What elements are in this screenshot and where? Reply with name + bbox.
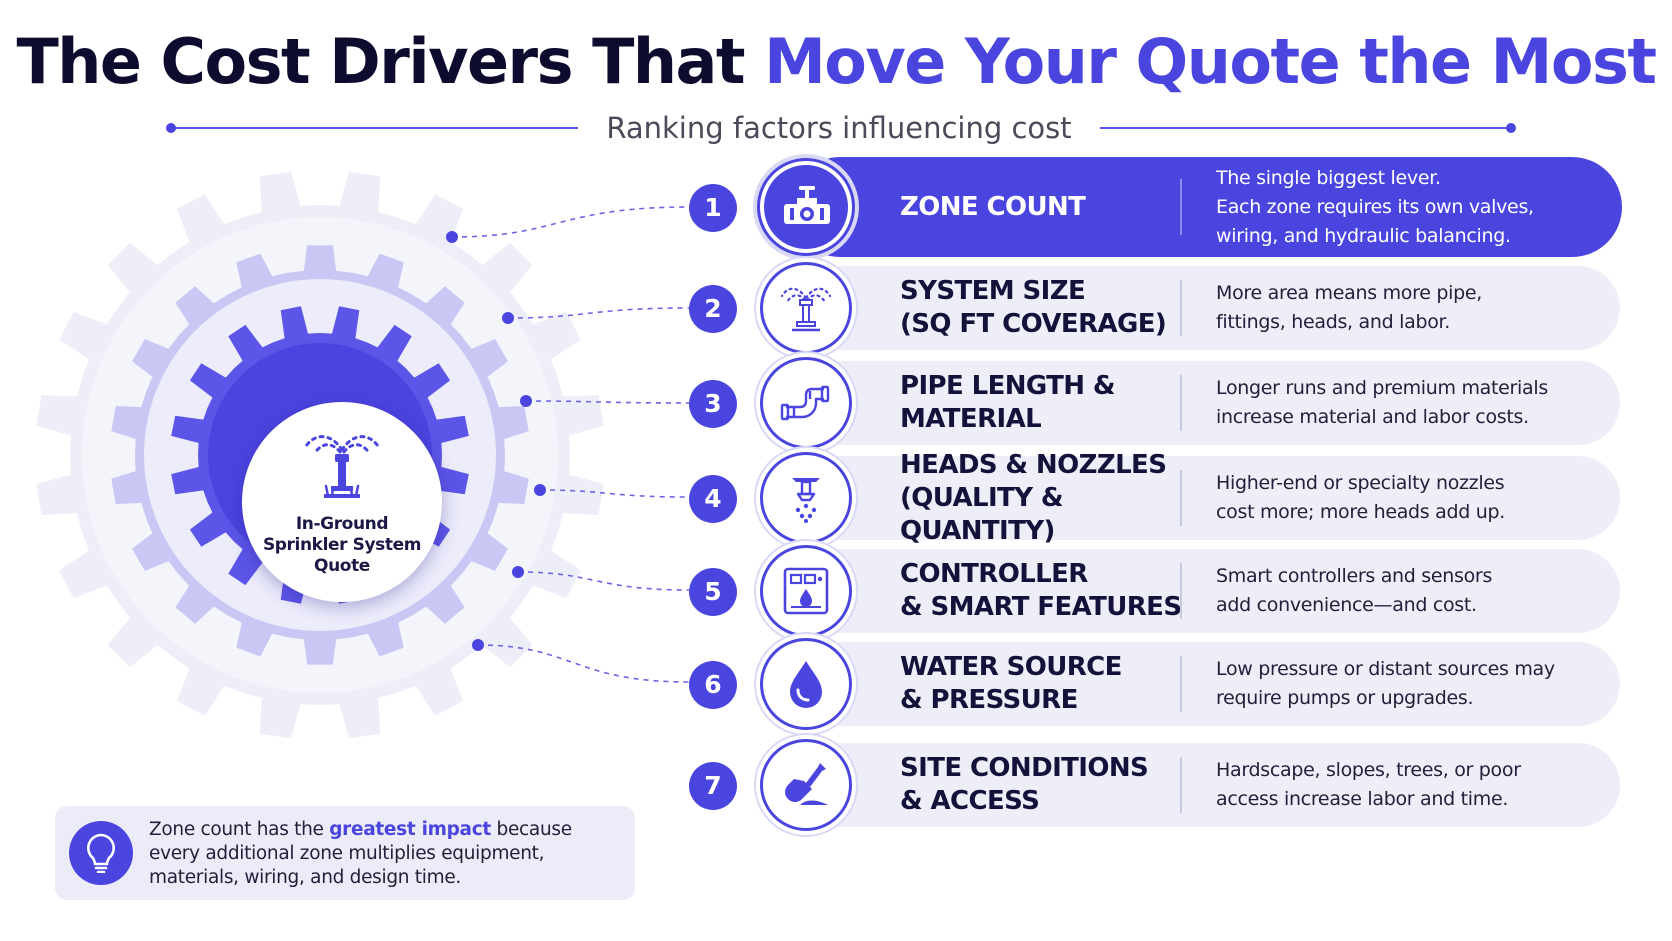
subtitle-rule-right [1100,127,1510,129]
key-insight-note: Zone count has the greatest impact becau… [55,806,635,900]
subtitle-rule-left [170,127,578,129]
row-bar [780,266,1620,350]
row-icon-frame [760,357,852,449]
factor-title: ZONE COUNT [900,191,1086,222]
subtitle-dot-left [166,123,176,133]
row-bar [780,743,1620,827]
factor-title: CONTROLLER & SMART FEATURES [900,559,1182,622]
row-icon-frame [760,262,852,354]
row-icon-frame [760,739,852,831]
rank-badge: 2 [689,285,737,333]
row-bar [790,157,1622,257]
page-subtitle: Ranking factors influencing cost [606,111,1072,145]
row-divider [1180,470,1182,526]
shovel-icon [785,763,828,805]
center-label-line: In-Ground [295,514,389,534]
row-divider [1180,375,1182,431]
row-bar [780,456,1620,540]
factor-row-water-source: 6 WATER SOURCE & PRESSURE Low pressure o… [0,634,1672,734]
center-label: In-Ground Sprinkler System Quote [242,514,442,577]
row-icon-frame [760,452,852,544]
rank-badge: 7 [689,762,737,810]
controller-icon [783,567,829,615]
rank-badge: 3 [689,380,737,428]
rank-badge: 1 [689,184,737,232]
factor-description: Higher-end or specialty nozzles cost mor… [1216,472,1505,523]
row-icon-frame [760,161,852,253]
note-text: Zone count has the greatest impact becau… [149,819,572,888]
row-divider [1180,656,1182,712]
row-divider [1180,563,1182,619]
factor-description: Low pressure or distant sources may requ… [1216,658,1555,709]
sprinkler-icon [304,435,380,498]
center-label-line: Quote [314,556,370,576]
row-icon-frame [760,545,852,637]
factor-row-system-size: 2 SYSTEM SIZE (SQ FT COVERAGE) More area… [0,258,1672,358]
rank-badge: 4 [689,475,737,523]
factor-description: More area means more pipe, fittings, hea… [1216,282,1482,333]
nozzle-icon [792,478,820,523]
center-label-line: Sprinkler System [262,535,422,555]
subtitle-dot-right [1506,123,1516,133]
factor-row-zone-count: 1 ZONE COUNT The single biggest lever. E… [0,157,1672,257]
pipe-icon [780,385,830,421]
water-drop-icon [790,661,822,708]
factor-row-heads-nozzles: 4 HEADS & NOZZLES (QUALITY & QUANTITY) H… [0,448,1672,548]
row-divider [1180,280,1182,336]
rank-badge: 5 [689,568,737,616]
factor-row-site-conditions: 7 SITE CONDITIONS & ACCESS Hardscape, sl… [0,735,1672,835]
factor-row-pipe-length: 3 PIPE LENGTH & MATERIAL Longer runs and… [0,353,1672,453]
title-highlight: Move Your Quote the Most [764,25,1657,98]
center-quote-circle: In-Ground Sprinkler System Quote [242,402,442,602]
row-bar [780,642,1620,726]
valve-icon [784,186,830,224]
factor-title: SITE CONDITIONS & ACCESS [900,753,1149,816]
row-divider [1180,757,1182,813]
factor-title: PIPE LENGTH & MATERIAL [900,371,1116,434]
lightbulb-icon [87,833,115,873]
factor-description: Hardscape, slopes, trees, or poor access… [1216,759,1521,810]
row-bar [780,549,1620,633]
rank-badge: 6 [689,661,737,709]
factor-row-controller: 5 CONTROLLER & SMART FEATURES Smart cont… [0,541,1672,641]
page-title: The Cost Drivers That Move Your Quote th… [16,25,1657,98]
row-bar [780,361,1620,445]
factor-title: WATER SOURCE & PRESSURE [900,652,1122,715]
factor-description: Longer runs and premium materials increa… [1216,377,1548,428]
subtitle-row: Ranking factors influencing cost [0,108,1672,148]
sprinkler-icon [780,287,832,332]
row-icon-frame [760,638,852,730]
row-divider [1180,179,1182,235]
factor-description: The single biggest lever. Each zone requ… [1216,166,1534,247]
factor-description: Smart controllers and sensors add conven… [1216,565,1493,616]
factor-title: SYSTEM SIZE (SQ FT COVERAGE) [900,276,1167,339]
note-highlight: greatest impact [329,819,491,840]
factor-title: HEADS & NOZZLES (QUALITY & QUANTITY) [900,450,1167,546]
note-icon-frame [69,821,133,885]
